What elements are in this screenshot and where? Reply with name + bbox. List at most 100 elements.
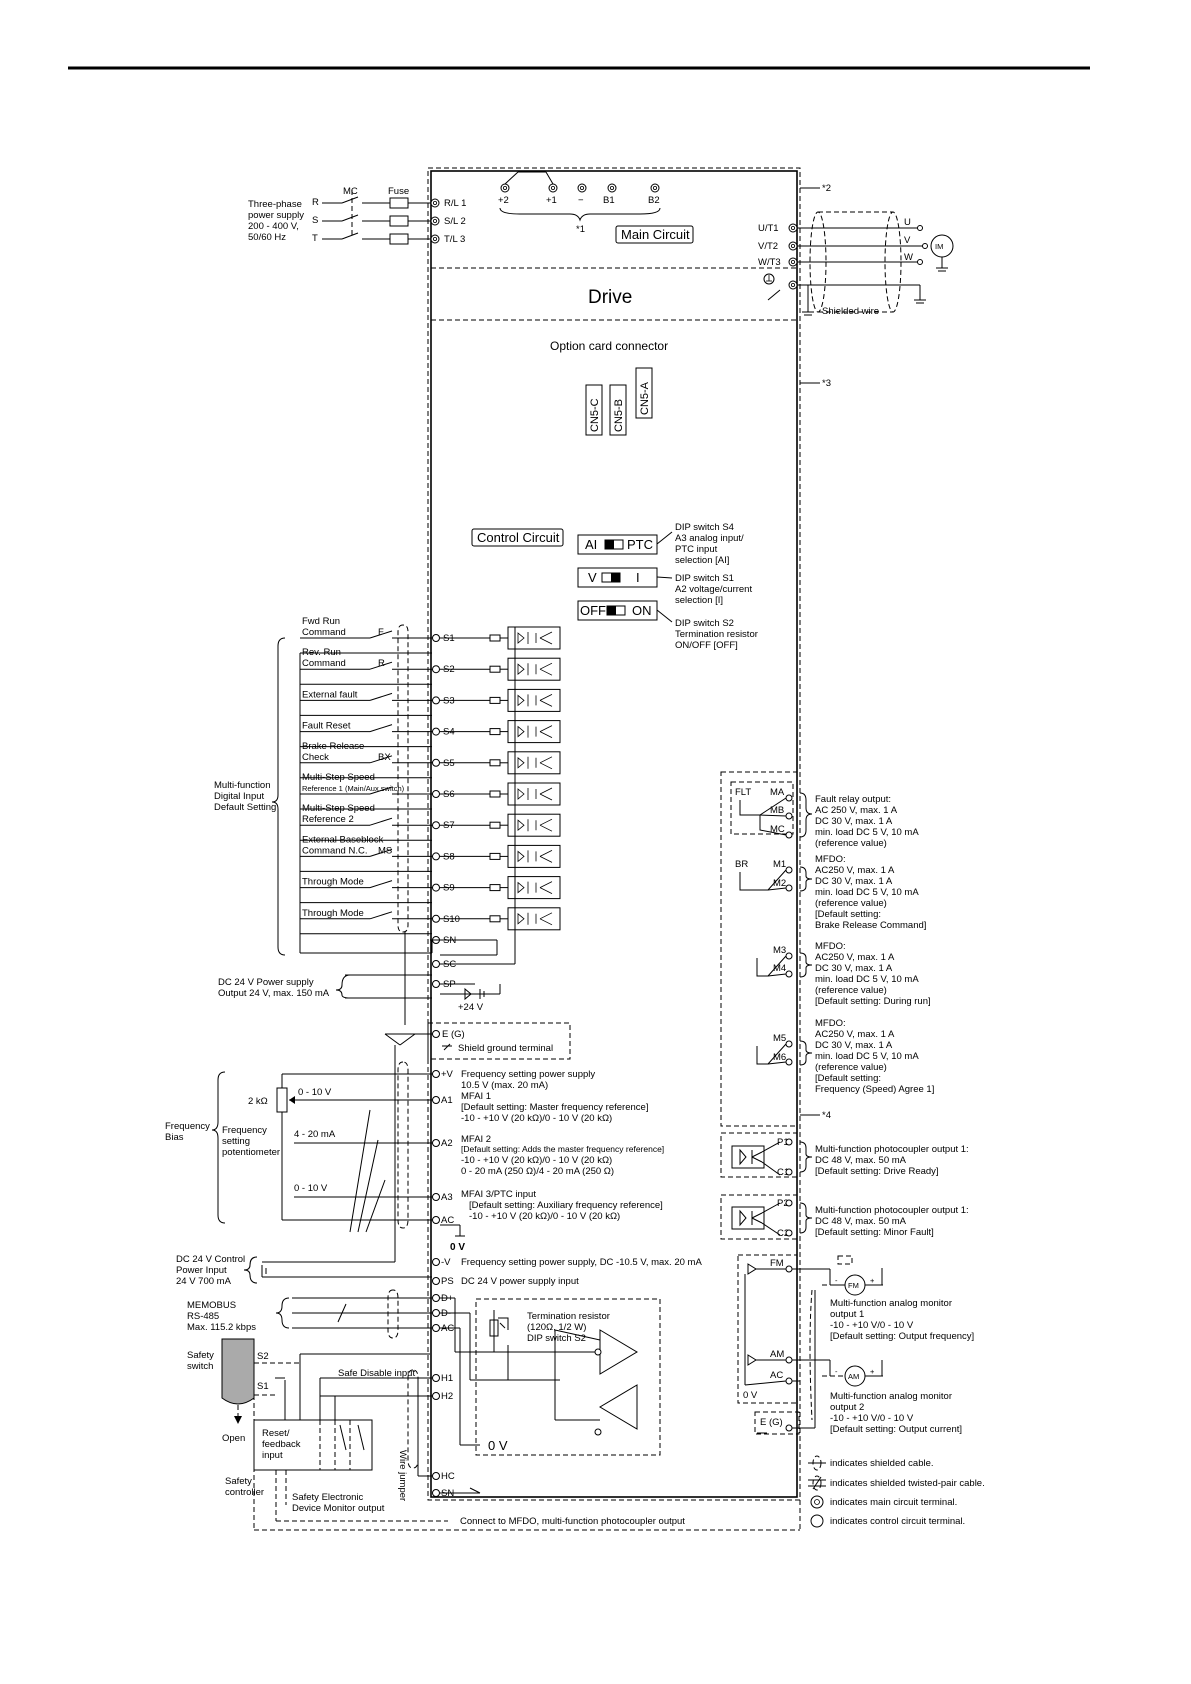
dip-switch-s1: V I DIP switch S1 A2 voltage/current sel… xyxy=(577,567,752,606)
svg-text:C1: C1 xyxy=(777,1167,789,1178)
di-opto-tr xyxy=(539,918,553,926)
di-opto-diode xyxy=(517,819,525,832)
svg-text:Reset/: Reset/ xyxy=(262,1428,290,1439)
di-label: Check xyxy=(302,752,329,763)
svg-text:-10 - +10 V (20 kΩ)/0 - 10 V (: -10 - +10 V (20 kΩ)/0 - 10 V (20 kΩ) xyxy=(461,1113,612,1124)
svg-text:Connect to MFDO, multi-functio: Connect to MFDO, multi-function photocou… xyxy=(460,1516,685,1527)
svg-text:0 - 10 V: 0 - 10 V xyxy=(298,1087,332,1098)
di-label: Multi-Step Speed xyxy=(302,803,375,814)
svg-text:Multi-function: Multi-function xyxy=(214,780,271,791)
svg-text:+2: +2 xyxy=(498,195,509,206)
svg-text:+1: +1 xyxy=(546,195,557,206)
di-resistor xyxy=(489,634,501,642)
svg-text:BR: BR xyxy=(735,859,748,870)
svg-text:(reference value): (reference value) xyxy=(815,985,887,996)
svg-text:E (G): E (G) xyxy=(760,1417,783,1428)
svg-text:DC 48 V, max. 50 mA: DC 48 V, max. 50 mA xyxy=(815,1155,907,1166)
wire-jumper-label: Wire jumper xyxy=(397,1450,408,1501)
di-opto-tr xyxy=(539,668,553,676)
svg-text:M5: M5 xyxy=(773,1033,786,1044)
di-opto xyxy=(507,751,561,775)
di-contact xyxy=(369,724,393,733)
di-opto-tr xyxy=(539,731,553,738)
di-opto xyxy=(507,626,561,650)
svg-text:P1: P1 xyxy=(777,1137,789,1148)
di-label: Reference 1 (Main/Aux switch) xyxy=(302,784,405,793)
svg-text:0 - 10 V: 0 - 10 V xyxy=(294,1183,328,1194)
svg-text:(120Ω, 1/2 W): (120Ω, 1/2 W) xyxy=(527,1322,586,1333)
di-label: Fwd Run xyxy=(302,616,340,627)
di-opto-tr xyxy=(539,631,553,639)
svg-text:Multi-function analog monitor: Multi-function analog monitor xyxy=(830,1298,952,1309)
svg-text:MC: MC xyxy=(770,824,785,835)
svg-text:A3: A3 xyxy=(441,1192,453,1203)
di-opto-tr xyxy=(539,818,553,826)
svg-text:ON/OFF [OFF]: ON/OFF [OFF] xyxy=(675,640,738,651)
di-opto xyxy=(507,813,561,837)
svg-text:B2: B2 xyxy=(648,195,660,206)
di-resistor xyxy=(489,884,501,892)
svg-text:Open: Open xyxy=(222,1433,245,1444)
svg-text:DC 30 V, max. 1 A: DC 30 V, max. 1 A xyxy=(815,1040,893,1051)
svg-text:-: - xyxy=(835,1367,838,1376)
svg-text:feedback: feedback xyxy=(262,1439,301,1450)
svg-text:[Default setting:: [Default setting: xyxy=(815,909,881,920)
shield-ground-label: Shield ground terminal xyxy=(458,1043,553,1054)
svg-text:DIP switch S2: DIP switch S2 xyxy=(675,618,734,629)
di-label: External fault xyxy=(302,689,358,700)
di-opto-tr xyxy=(539,694,553,701)
di-label: Rev. Run xyxy=(302,647,341,658)
svg-text:Fuse: Fuse xyxy=(388,186,409,197)
svg-text:DC 30 V, max. 1 A: DC 30 V, max. 1 A xyxy=(815,816,893,827)
di-opto-diode xyxy=(517,632,525,644)
svg-text:A2 voltage/current: A2 voltage/current xyxy=(675,584,752,595)
di-terminal xyxy=(432,852,440,861)
motor-wiring: U V W IM Shielded wire xyxy=(797,211,954,317)
svg-text:[Default setting: Drive Ready]: [Default setting: Drive Ready] xyxy=(815,1166,939,1177)
svg-text:Brake Release Command]: Brake Release Command] xyxy=(815,920,926,931)
svg-text:MFAI 3/PTC input: MFAI 3/PTC input xyxy=(461,1189,536,1200)
svg-text:Power Input: Power Input xyxy=(176,1265,227,1276)
svg-text:Fault relay output:: Fault relay output: xyxy=(815,794,891,805)
mfdo-m56-desc: MFDO: AC250 V, max. 1 A DC 30 V, max. 1 … xyxy=(815,1018,934,1095)
svg-text:min. load DC 5 V, 10 mA: min. load DC 5 V, 10 mA xyxy=(815,1051,919,1062)
svg-text:indicates shielded cable.: indicates shielded cable. xyxy=(830,1458,934,1469)
svg-text:power supply: power supply xyxy=(248,210,304,221)
svg-text:selection [I]: selection [I] xyxy=(675,595,723,606)
di-terminal xyxy=(432,634,440,642)
svg-text:Max. 115.2 kbps: Max. 115.2 kbps xyxy=(187,1322,256,1333)
svg-text:switch: switch xyxy=(187,1361,213,1372)
svg-text:[Default setting:: [Default setting: xyxy=(815,1073,881,1084)
eg-terminal: E (G) Shield ground terminal xyxy=(384,1022,571,1060)
terminal-rl1: R/L 1 xyxy=(444,198,466,209)
svg-text:[Default setting: Master frequ: [Default setting: Master frequency refer… xyxy=(461,1102,648,1113)
di-contact xyxy=(369,661,393,670)
drive-title: Drive xyxy=(588,287,632,308)
svg-text:+V: +V xyxy=(441,1069,454,1080)
main-circuit-label: Main Circuit xyxy=(621,227,690,242)
svg-text:Multi-function photocoupler ou: Multi-function photocoupler output 1: xyxy=(815,1144,969,1155)
di-label: Through Mode xyxy=(302,908,364,919)
svg-text:AC 250 V, max. 1 A: AC 250 V, max. 1 A xyxy=(815,805,898,816)
svg-text:R: R xyxy=(312,197,319,208)
di-opto-diode xyxy=(517,881,525,894)
di-opto-tr xyxy=(539,756,553,764)
svg-text:(reference value): (reference value) xyxy=(815,1062,887,1073)
svg-text:E (G): E (G) xyxy=(442,1029,465,1040)
di-contact xyxy=(369,911,393,920)
di-tag: R xyxy=(378,658,385,669)
svg-text:AC250 V, max. 1 A: AC250 V, max. 1 A xyxy=(815,865,895,876)
svg-text:DIP switch S4: DIP switch S4 xyxy=(675,522,734,533)
di-label: External Baseblock xyxy=(302,834,384,845)
svg-text:DIP switch S2: DIP switch S2 xyxy=(527,1333,586,1344)
svg-text:RS-485: RS-485 xyxy=(187,1311,219,1322)
svg-text:M6: M6 xyxy=(773,1052,786,1063)
svg-text:2 kΩ: 2 kΩ xyxy=(248,1096,268,1107)
di-opto xyxy=(507,907,561,931)
svg-text:Digital Input: Digital Input xyxy=(214,791,265,802)
svg-text:Safety Electronic: Safety Electronic xyxy=(292,1492,364,1503)
svg-text:CN5-C: CN5-C xyxy=(589,398,601,432)
svg-text:min. load DC 5 V, 10 mA: min. load DC 5 V, 10 mA xyxy=(815,887,919,898)
svg-text:[Default setting: Output frequ: [Default setting: Output frequency] xyxy=(830,1331,974,1342)
